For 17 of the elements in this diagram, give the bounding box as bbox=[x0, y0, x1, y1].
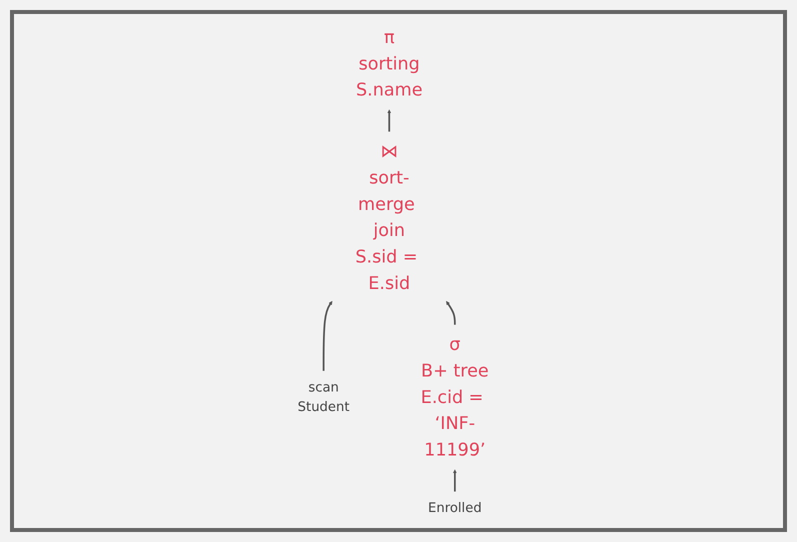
node-label: B+ tree bbox=[421, 360, 489, 381]
arrow bbox=[453, 469, 458, 492]
node-label: S.name bbox=[356, 80, 423, 100]
arrow bbox=[388, 110, 392, 132]
node-label: S.sid = E.sid bbox=[356, 246, 418, 294]
node-text: ⋈ bbox=[380, 141, 398, 162]
diagram-frame: π sorting S.name ⋈ sort-merge join S.sid = E.sid σ B+ tree E.cid = ‘INF-11199’ scan Student Enrolled bbox=[10, 10, 787, 532]
node-text: Enrolled bbox=[428, 500, 482, 516]
node-text: σ bbox=[450, 334, 461, 355]
arrow bbox=[446, 301, 456, 325]
node-label: scan bbox=[308, 380, 340, 395]
node-label: sorting bbox=[358, 54, 420, 74]
node-text: Student bbox=[298, 399, 350, 415]
node-label: E.cid = ‘INF-11199’ bbox=[421, 387, 486, 460]
arrow bbox=[323, 301, 333, 371]
node-label: sort-merge join bbox=[358, 168, 416, 240]
node-text: π bbox=[384, 27, 395, 48]
